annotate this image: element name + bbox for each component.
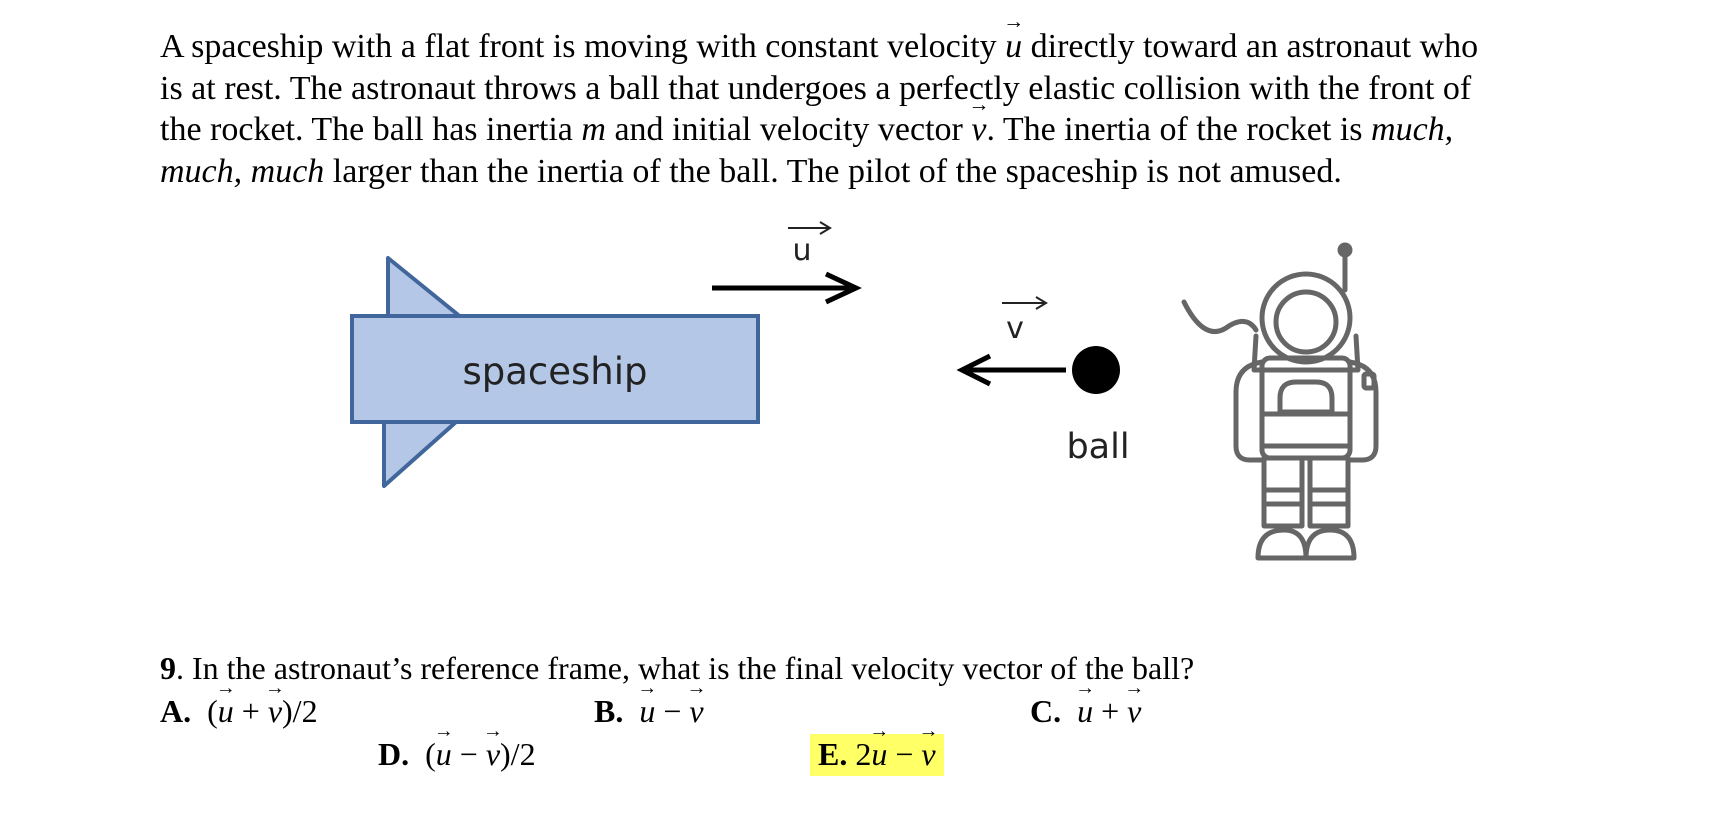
vector-u: u — [1005, 26, 1022, 68]
answer-highlight: E. 2u − v — [810, 734, 944, 776]
option-c[interactable]: C. u + v — [1030, 693, 1141, 730]
spaceship-label: spaceship — [462, 350, 647, 393]
problem-text: and initial velocity vector — [614, 111, 963, 148]
emphasis-text: much, much — [160, 152, 325, 190]
problem-line-2: is at rest. The astronaut throws a ball … — [160, 69, 1472, 107]
mass-symbol: m — [581, 111, 606, 148]
vector-u: u — [871, 736, 887, 773]
vector-u: u — [436, 736, 452, 773]
emphasis-text: much, — [1371, 111, 1454, 148]
problem-text: larger than the inertia of the ball. The… — [332, 152, 1342, 190]
spaceship-bottom-fin — [382, 420, 458, 488]
option-part: ( — [207, 693, 218, 729]
option-part: + — [233, 693, 268, 729]
velocity-u-label: u — [788, 221, 832, 268]
vector-v: v — [921, 736, 935, 773]
problem-text: directly toward an astronaut who — [1030, 28, 1479, 65]
option-part: )/2 — [282, 693, 318, 729]
vector-u: u — [218, 693, 234, 730]
problem-text: A spaceship with a flat front is moving … — [160, 28, 997, 65]
vector-v: v — [971, 109, 986, 151]
option-part: − — [451, 736, 486, 772]
problem-line-4: much, much larger than the inertia of th… — [160, 151, 1600, 193]
svg-text:v: v — [1006, 311, 1024, 346]
velocity-v-arrow — [956, 353, 1066, 387]
option-part: ( — [425, 736, 436, 772]
vector-v: v — [268, 693, 282, 730]
option-a[interactable]: A. (u + v)/2 — [160, 693, 318, 730]
question-9: 9. In the astronaut’s reference frame, w… — [160, 650, 1194, 687]
spaceship-body — [350, 314, 760, 424]
velocity-v-label: v — [1002, 296, 1048, 346]
option-part: − — [887, 736, 922, 772]
option-e[interactable]: E. 2u − v — [810, 734, 944, 776]
option-letter: C — [1030, 693, 1054, 729]
problem-statement: A spaceship with a flat front is moving … — [160, 26, 1600, 192]
option-letter: D — [378, 736, 402, 772]
problem-line-1: A spaceship with a flat front is moving … — [160, 26, 1600, 68]
question-number: 9 — [160, 650, 176, 686]
problem-line-3: the rocket. The ball has inertia m and i… — [160, 109, 1600, 151]
ball — [1072, 346, 1120, 394]
svg-text:u: u — [792, 233, 811, 268]
question-text: . In the astronaut’s reference frame, wh… — [176, 650, 1195, 686]
option-b[interactable]: B. u − v — [594, 693, 704, 730]
vector-u: u — [639, 693, 655, 730]
vector-v: v — [1127, 693, 1141, 730]
option-part: − — [655, 693, 690, 729]
vector-u: u — [1077, 693, 1093, 730]
ball-label: ball — [1066, 427, 1129, 467]
problem-text: . The inertia of the rocket is — [986, 111, 1363, 148]
option-part: 2 — [855, 736, 872, 772]
option-d[interactable]: D. (u − v)/2 — [378, 736, 536, 773]
option-letter: E — [818, 736, 840, 772]
option-part: )/2 — [500, 736, 536, 772]
problem-text: the rocket. The ball has inertia — [160, 111, 573, 148]
vector-v: v — [689, 693, 703, 730]
option-letter: A — [160, 693, 184, 729]
velocity-u-arrow — [712, 271, 862, 305]
vector-v: v — [486, 736, 500, 773]
option-part: + — [1093, 693, 1128, 729]
astronaut-icon — [1181, 242, 1379, 561]
spaceship-top-fin — [386, 256, 464, 320]
option-letter: B — [594, 693, 616, 729]
